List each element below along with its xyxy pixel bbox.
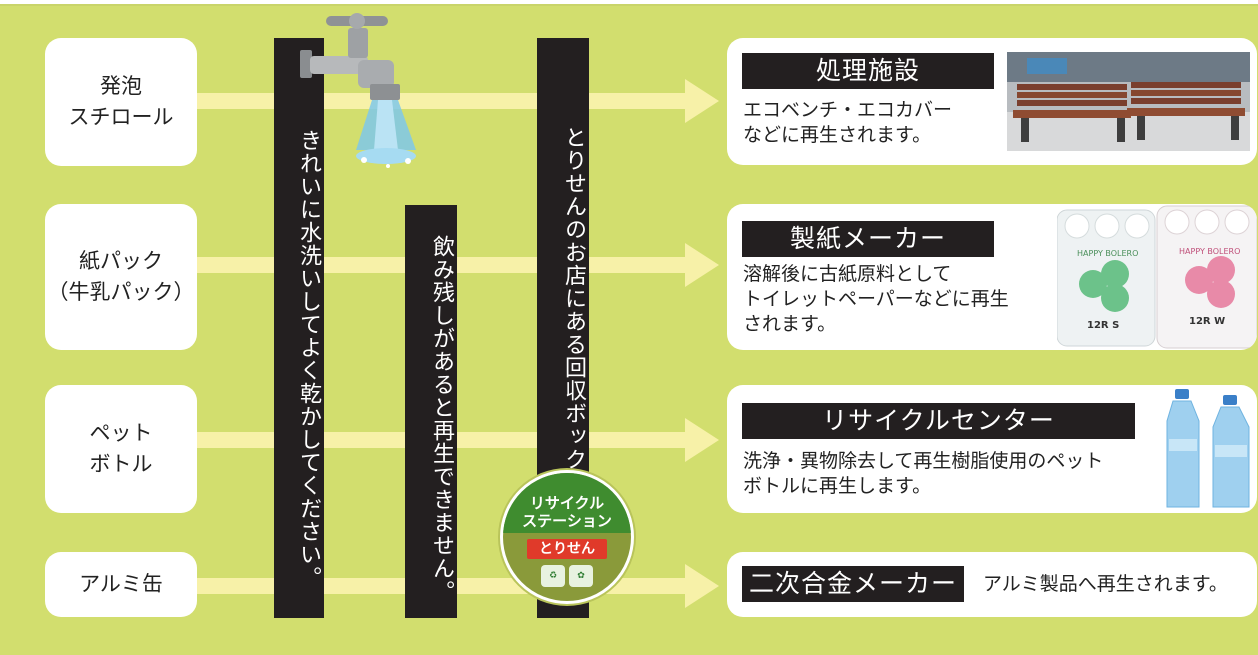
product-brand-pink: HAPPY BOLERO	[1179, 247, 1240, 256]
product-label-s: 12R S	[1087, 320, 1119, 331]
eco-bench-photo	[1007, 52, 1250, 151]
destination-card-recycle-center: リサイクルセンター 洗浄・異物除去して再生樹脂使用のペット ボトルに再生します。	[727, 385, 1257, 513]
destination-description: アルミ製品へ再生されます。	[983, 573, 1228, 595]
station-sign-line1: リサイクル	[529, 494, 605, 512]
instruction-wash-text: きれいに水洗いしてよく乾かしてください。	[296, 129, 321, 589]
destination-title: 処理施設	[742, 53, 994, 89]
destination-card-paper-maker: 製紙メーカー 溶解後に古紙原料として トイレットペーパーなどに再生 されます。 …	[727, 204, 1257, 350]
destination-title: リサイクルセンター	[742, 403, 1135, 439]
eco-logo-icon: ✿	[569, 565, 593, 587]
destination-card-processing: 処理施設 エコベンチ・エコカバー などに再生されます。	[727, 38, 1257, 165]
destination-description: 溶解後に古紙原料として トイレットペーパーなどに再生 されます。	[743, 263, 1009, 335]
destination-description: エコベンチ・エコカバー などに再生されます。	[743, 99, 953, 146]
destination-description: 洗浄・異物除去して再生樹脂使用のペット ボトルに再生します。	[743, 450, 1104, 497]
material-styrofoam: 発泡 スチロール	[45, 38, 197, 166]
pet-bottles-photo	[1166, 389, 1250, 508]
flow-arrow-1	[197, 93, 687, 109]
torisen-logo: とりせん	[527, 539, 607, 559]
arrow-head-3	[685, 418, 719, 462]
instruction-leftover-text: 飲み残しがあると再生できません。	[429, 234, 454, 603]
product-brand-green: HAPPY BOLERO	[1077, 249, 1138, 258]
instruction-wash-bar: きれいに水洗いしてよく乾かしてください。	[274, 38, 324, 618]
destination-title: 二次合金メーカー	[742, 566, 964, 602]
faucet-icon	[300, 13, 416, 168]
top-border-shadow	[0, 4, 1258, 6]
instruction-leftover-bar: 飲み残しがあると再生できません。	[405, 205, 457, 618]
destination-card-alloy-maker: 二次合金メーカー アルミ製品へ再生されます。	[727, 552, 1257, 617]
material-aluminum-can: アルミ缶	[45, 552, 197, 617]
eco-mark-icon: ♻	[541, 565, 565, 587]
material-pet-bottle: ペット ボトル	[45, 385, 197, 513]
arrow-head-2	[685, 243, 719, 287]
material-paper-pack: 紙パック （牛乳パック）	[45, 204, 197, 350]
arrow-head-1	[685, 79, 719, 123]
top-border	[0, 0, 1258, 4]
station-sign-line2: ステーション	[522, 512, 612, 530]
station-sign-header	[503, 473, 631, 533]
destination-title: 製紙メーカー	[742, 221, 994, 257]
recycle-station-sign: リサイクル ステーション とりせん ♻ ✿	[500, 470, 634, 604]
toilet-paper-photo: HAPPY BOLERO HAPPY BOLERO 12R S 12R W	[1057, 205, 1257, 349]
product-label-w: 12R W	[1189, 316, 1225, 327]
arrow-head-4	[685, 564, 719, 608]
